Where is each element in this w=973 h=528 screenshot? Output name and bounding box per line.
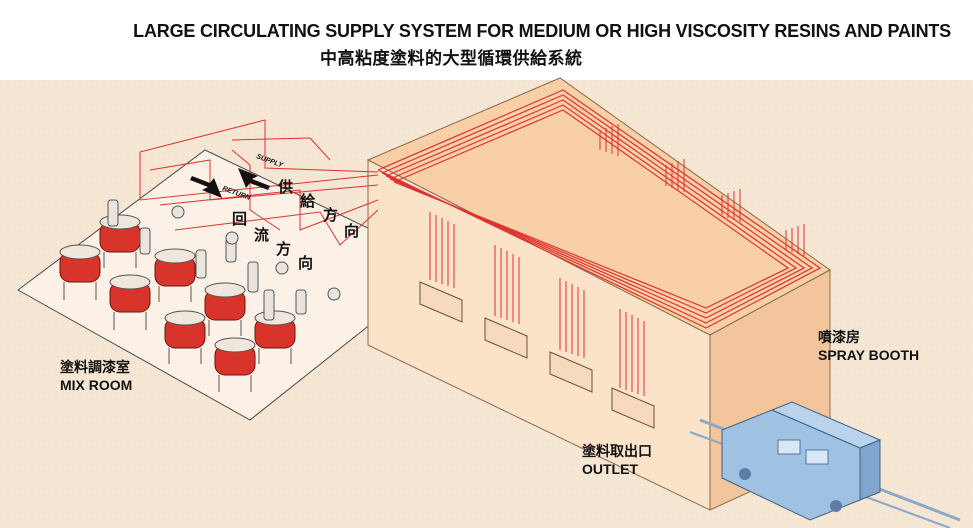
- supply-arrow: [238, 168, 270, 190]
- title-english: LARGE CIRCULATING SUPPLY SYSTEM FOR MEDI…: [133, 21, 951, 41]
- outlet-box-4: [611, 387, 655, 429]
- tank: [109, 274, 151, 330]
- return-zh-4: 向: [298, 254, 313, 272]
- title-chinese: 中高粘度塗料的大型循環供給系統: [320, 49, 583, 68]
- supply-return-pipes: [139, 119, 379, 246]
- spray-booth-label-en: SPRAY BOOTH: [818, 347, 919, 363]
- supply-zh-1: 供: [277, 178, 293, 196]
- outlet-box-3: [549, 351, 593, 393]
- return-zh-3: 方: [276, 240, 291, 258]
- tank: [214, 337, 256, 392]
- outlet-label-zh: 塗料取出口: [582, 443, 652, 460]
- return-zh-2: 流: [254, 226, 269, 244]
- outlet-drop-pipes: [429, 212, 645, 396]
- tank: [164, 310, 206, 364]
- booth-top-loop: [377, 89, 822, 329]
- mix-room-label-en: MIX ROOM: [60, 377, 132, 393]
- top-pipe-clusters: [599, 124, 805, 256]
- tank: [204, 282, 246, 336]
- tank: [59, 244, 101, 300]
- return-arrow: [190, 176, 222, 198]
- supply-zh-3: 方: [323, 206, 338, 224]
- supply-zh-2: 給: [300, 192, 316, 210]
- vehicle-body: [721, 401, 882, 521]
- pump-units: [107, 199, 341, 321]
- supply-zh-4: 向: [344, 222, 359, 240]
- return-zh-1: 回: [232, 210, 247, 228]
- outlet-box-2: [484, 317, 528, 359]
- outlet-boxes: [419, 281, 655, 429]
- outlet-box-1: [419, 281, 463, 323]
- mix-room-label-zh: 塗料調漆室: [60, 359, 130, 376]
- spray-booth-label-zh: 噴漆房: [818, 329, 860, 346]
- outlet-label-en: OUTLET: [582, 461, 638, 477]
- tank: [154, 248, 196, 302]
